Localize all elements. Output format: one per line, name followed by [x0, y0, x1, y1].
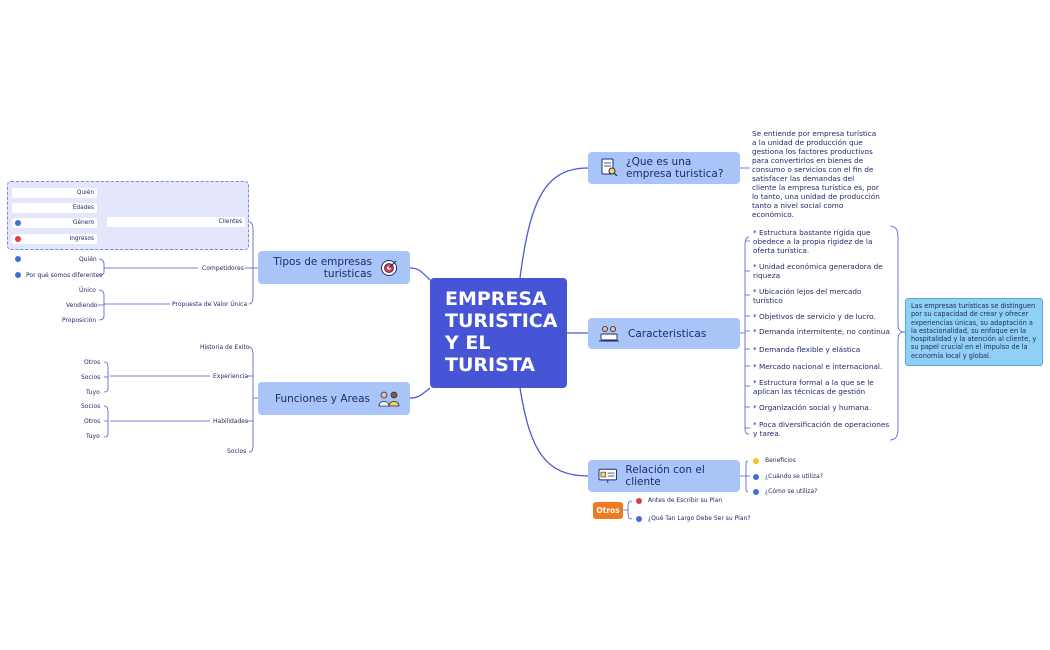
relacion-item-cuando[interactable]: ¿Cuándo se utiliza? — [753, 473, 823, 480]
characteristic-item: * Poca diversificación de operaciones y … — [753, 420, 890, 438]
propuesta-node[interactable]: Propuesta de Valor Única — [172, 301, 248, 308]
person-icon — [15, 220, 21, 226]
propuesta-item-vendiendo[interactable]: Vendiendo — [66, 302, 98, 309]
otros-item-antes[interactable]: Antes de Escribir su Plan — [636, 497, 722, 504]
definition-text: Se entiende por empresa turística a la u… — [752, 129, 880, 219]
habilidades-item-tuyo[interactable]: Tuyo — [86, 433, 100, 440]
central-line-2: TURISTICA — [445, 310, 558, 332]
presentation-board-icon — [598, 468, 617, 483]
topic-relacion-label: Relación con el cliente — [625, 464, 705, 488]
clientes-item-genero[interactable]: Género — [12, 218, 97, 228]
relacion-item-como[interactable]: ¿Cómo se utiliza? — [753, 488, 817, 495]
clientes-item-quien[interactable]: Quién — [12, 188, 97, 198]
characteristic-item: * Demanda flexible y elástica — [753, 345, 861, 354]
question-icon — [15, 272, 21, 278]
topic-caracteristicas-label: Caracteristicas — [628, 327, 707, 340]
document-search-icon — [601, 158, 618, 177]
habilidades-node[interactable]: Habilidades — [213, 418, 249, 425]
habilidades-item-otros[interactable]: Otros — [84, 418, 101, 425]
topic-funciones-label: Funciones y Areas — [275, 392, 370, 405]
central-topic[interactable]: EMPRESA TURISTICA Y EL TURISTA — [430, 278, 567, 388]
experiencia-item-socios[interactable]: Socios — [81, 374, 101, 381]
topic-funciones-areas[interactable]: Funciones y Areas — [258, 382, 410, 415]
otros-item-largo[interactable]: ¿Qué Tan Largo Debe Ser su Plan? — [636, 515, 751, 522]
central-line-4: TURISTA — [445, 354, 535, 376]
relacion-item-label: ¿Cuándo se utiliza? — [765, 473, 823, 480]
characteristic-item: * Demanda intermitente, no continua — [753, 327, 890, 336]
question-icon — [753, 473, 759, 480]
question-icon — [753, 488, 759, 495]
propuesta-item-unico[interactable]: Único — [79, 287, 96, 294]
topic-que-es-label: ¿Que es una empresa turistica? — [626, 156, 724, 180]
close-icon — [636, 497, 642, 504]
clientes-node[interactable]: Clientes — [107, 217, 245, 227]
competidores-node[interactable]: Competidores — [202, 265, 244, 272]
competidores-item-diferentes[interactable]: Por qué somos diferentes — [26, 272, 103, 279]
clientes-item-ingresos[interactable]: Ingresos — [12, 234, 97, 244]
historia-node[interactable]: Historia de Exito — [200, 344, 250, 351]
people-meeting-icon — [599, 325, 619, 341]
socios-node[interactable]: Socios — [227, 448, 247, 455]
relacion-item-beneficios[interactable]: Beneficios — [753, 457, 796, 464]
experiencia-node[interactable]: Experiencia — [213, 373, 249, 380]
characteristic-item: * Estructura formal a la que se le aplic… — [753, 378, 874, 396]
characteristic-item: * Objetivos de servicio y de lucro. — [753, 312, 876, 321]
characteristic-item: * Estructura bastante rígida que obedece… — [753, 228, 873, 255]
topic-relacion-cliente[interactable]: Relación con el cliente — [588, 460, 740, 492]
money-icon — [15, 236, 21, 242]
otros-topic[interactable]: Otros — [593, 502, 623, 519]
characteristic-item: * Organización social y humana. — [753, 403, 872, 412]
relacion-item-label: Beneficios — [765, 457, 796, 464]
experiencia-item-tuyo[interactable]: Tuyo — [86, 389, 100, 396]
target-icon — [381, 259, 397, 276]
otros-item-label: Antes de Escribir su Plan — [648, 497, 723, 504]
characteristic-item: * Unidad económica generadora de riqueza — [753, 262, 883, 280]
summary-callout[interactable]: Las empresas turísticas se distinguen po… — [905, 298, 1043, 366]
relacion-item-label: ¿Cómo se utiliza? — [765, 488, 818, 495]
characteristic-item: * Ubicación lejos del mercado turístico — [753, 287, 862, 305]
sun-icon — [753, 457, 759, 464]
characteristic-item: * Mercado nacional e internacional. — [753, 362, 883, 371]
propuesta-item-proposicion[interactable]: Proposición — [62, 317, 97, 324]
topic-tipos-label: Tipos de empresas turisticas — [273, 255, 372, 280]
otros-item-label: ¿Qué Tan Largo Debe Ser su Plan? — [648, 515, 751, 522]
competidores-item-quien[interactable]: Quién — [79, 256, 97, 263]
topic-que-es[interactable]: ¿Que es una empresa turistica? — [588, 152, 740, 184]
topic-tipos-empresas[interactable]: Tipos de empresas turisticas — [258, 251, 410, 284]
question-icon — [636, 515, 642, 522]
topic-caracteristicas[interactable]: Caracteristicas — [588, 318, 740, 349]
experiencia-item-otros[interactable]: Otros — [84, 359, 101, 366]
clientes-item-edades[interactable]: Edades — [12, 203, 97, 213]
central-line-1: EMPRESA — [445, 288, 547, 310]
central-line-3: Y EL — [445, 332, 491, 354]
habilidades-item-socios[interactable]: Socios — [81, 403, 101, 410]
team-icon — [378, 391, 400, 406]
person-icon — [15, 256, 21, 262]
